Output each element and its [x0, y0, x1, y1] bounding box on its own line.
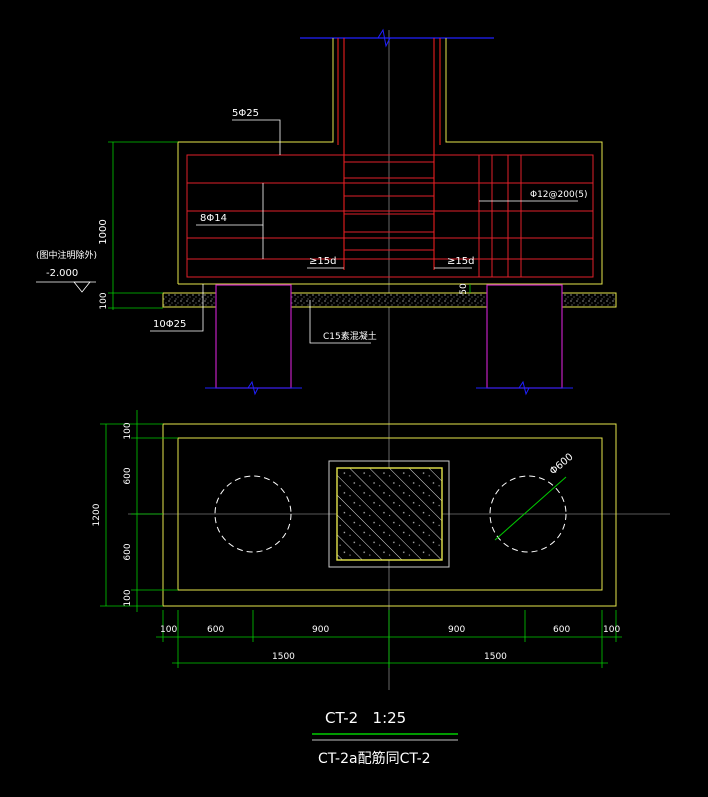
column-outline-left	[177, 38, 334, 284]
pile-left-plan	[214, 475, 292, 553]
note-line-2: -2.000	[46, 268, 78, 279]
pile-right-section	[486, 284, 563, 389]
column-plan-hatch	[336, 467, 443, 561]
dim-v-600b: 600	[123, 543, 133, 560]
rebar-cage	[186, 154, 594, 278]
pile-right-plan	[489, 475, 567, 553]
dim-h-total-r: 1500	[484, 652, 507, 662]
pile-left-break-symbol	[247, 380, 259, 396]
blinding-label: C15素混凝土	[323, 330, 377, 342]
dim-v-total: 1200	[92, 503, 102, 526]
leader-top-bar	[232, 119, 281, 155]
dim-v-top: 100	[123, 422, 133, 439]
drawing-title: CT-2 1:25	[325, 709, 406, 727]
dim-h-2: 600	[207, 625, 224, 635]
title-block: CT-2 1:25 CT-2a配筋同CT-2	[312, 709, 458, 767]
dim-h-3: 900	[312, 625, 329, 635]
cap-outline-outer	[162, 423, 617, 607]
pile-left-section	[215, 284, 292, 389]
leader-bottom-bar	[150, 284, 204, 332]
dim-h-total-l: 1500	[272, 652, 295, 662]
dim-v-600a: 600	[123, 467, 133, 484]
side-bar-label: 8Φ14	[200, 213, 227, 224]
blinding-layer-mid	[290, 292, 488, 308]
column-plan-outer	[328, 460, 450, 568]
note-line-1: (图中注明除外)	[36, 249, 97, 261]
drawing-subtitle: CT-2a配筋同CT-2	[318, 750, 431, 767]
elevation-triangle	[73, 281, 91, 293]
dim-h-4: 900	[448, 625, 465, 635]
dim-v-bottom: 100	[123, 589, 133, 606]
leader-blinding	[309, 300, 371, 344]
pile-diameter-line	[494, 476, 567, 541]
dim-h-1: 100	[160, 625, 177, 635]
top-bar-label: 5Φ25	[232, 108, 259, 119]
anchor-left-label: ≥15d	[309, 256, 336, 267]
blinding-layer-right	[561, 292, 617, 308]
blinding-layer-left	[162, 292, 217, 308]
dim-height-text: 1000	[98, 219, 109, 244]
stirrup-label: Φ12@200(5)	[530, 190, 587, 200]
dim-cover-text: 50	[459, 283, 469, 295]
section-view: 5Φ25 Φ12@200(5) 8Φ14 ≥15d ≥15d (图中注明除外) …	[36, 28, 617, 690]
anchor-right-label: ≥15d	[447, 256, 474, 267]
pile-diameter-label: Φ600	[548, 452, 576, 478]
break-symbol	[377, 28, 391, 48]
dim-blinding-text: 100	[99, 292, 109, 309]
column-outline-right	[178, 38, 603, 285]
dim-h-6: 100	[603, 625, 620, 635]
dim-h-5: 600	[553, 625, 570, 635]
pile-right-break-symbol	[518, 380, 530, 396]
plan-view: Φ600 100 600 1200 600 100 100 600 900 90…	[92, 410, 670, 668]
cap-outline-inner	[177, 437, 603, 591]
bottom-bar-label: 10Φ25	[153, 319, 186, 330]
